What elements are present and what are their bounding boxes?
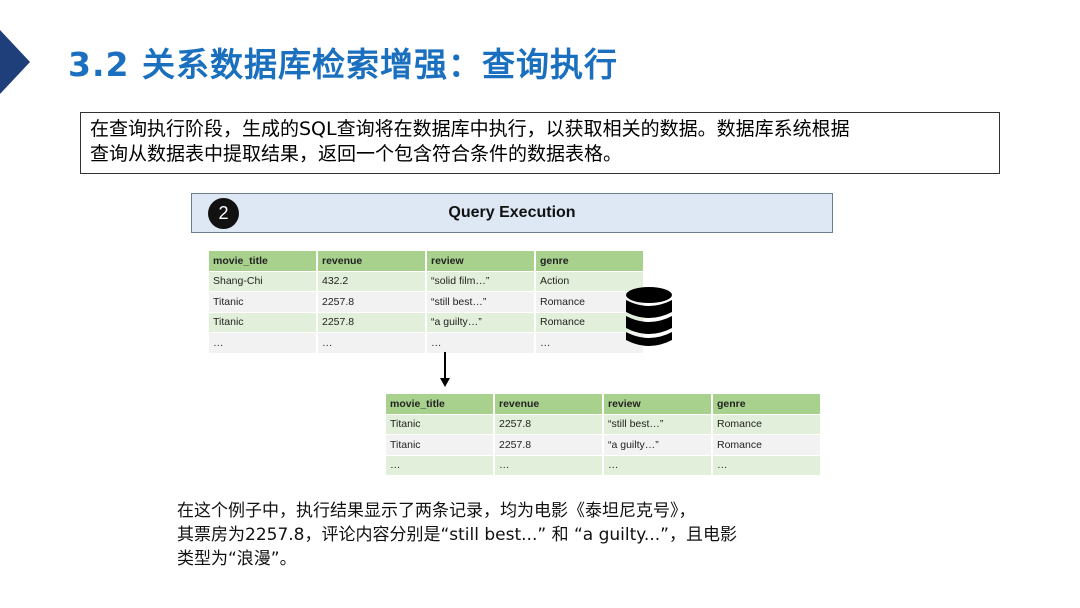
table-cell: … — [427, 333, 536, 354]
result-data-table: movie_title revenue review genre Titanic… — [386, 394, 822, 476]
column-header: revenue — [318, 251, 427, 272]
table-cell: 2257.8 — [495, 435, 604, 456]
title-marker-icon — [0, 30, 30, 94]
query-execution-header: 2 Query Execution — [191, 193, 833, 233]
step-number-badge: 2 — [208, 198, 239, 229]
column-header: review — [427, 251, 536, 272]
table-cell: “a guilty…” — [604, 435, 713, 456]
table-header-row: movie_title revenue review genre — [386, 394, 822, 415]
table-row: Titanic 2257.8 “still best…” Romance — [386, 414, 822, 435]
table-cell: Titanic — [386, 435, 495, 456]
conclusion-text: 在这个例子中，执行结果显示了两条记录，均为电影《泰坦尼克号》， 其票房为2257… — [177, 499, 817, 571]
table-row: Titanic 2257.8 “a guilty…” Romance — [209, 312, 645, 333]
table-cell: … — [209, 333, 318, 354]
conclusion-line: 在这个例子中，执行结果显示了两条记录，均为电影《泰坦尼克号》， — [177, 501, 696, 521]
table-cell: “solid film…” — [427, 271, 536, 292]
table-cell: Titanic — [209, 292, 318, 313]
table-cell: … — [604, 455, 713, 476]
column-header: movie_title — [209, 251, 318, 272]
slide-title: 3.2 关系数据库检索增强：查询执行 — [68, 45, 618, 84]
table-header-row: movie_title revenue review genre — [209, 251, 645, 272]
column-header: genre — [713, 394, 822, 415]
table-cell: 2257.8 — [495, 414, 604, 435]
column-header: review — [604, 394, 713, 415]
table-cell: Romance — [536, 292, 645, 313]
table-cell: Titanic — [386, 414, 495, 435]
conclusion-line: 类型为“浪漫”。 — [177, 549, 297, 569]
table-cell: Romance — [713, 414, 822, 435]
table-cell: 432.2 — [318, 271, 427, 292]
table-cell: “still best…” — [427, 292, 536, 313]
table-cell: Romance — [713, 435, 822, 456]
table-cell: “a guilty…” — [427, 312, 536, 333]
step-title: Query Execution — [448, 204, 576, 221]
table-row: Titanic 2257.8 “still best…” Romance — [209, 292, 645, 313]
table-cell: … — [386, 455, 495, 476]
table-row: Titanic 2257.8 “a guilty…” Romance — [386, 435, 822, 456]
table-cell: “still best…” — [604, 414, 713, 435]
table-cell: … — [318, 333, 427, 354]
table-cell: Titanic — [209, 312, 318, 333]
column-header: revenue — [495, 394, 604, 415]
table-row: … … … … — [386, 455, 822, 476]
table-cell: Action — [536, 271, 645, 292]
table-cell: … — [713, 455, 822, 476]
database-icon — [626, 287, 672, 346]
column-header: genre — [536, 251, 645, 272]
source-data-table: movie_title revenue review genre Shang-C… — [209, 251, 645, 354]
table-cell: 2257.8 — [318, 292, 427, 313]
table-row: … … … … — [209, 333, 645, 354]
intro-line: 在查询执行阶段，生成的SQL查询将在数据库中执行，以获取相关的数据。数据库系统根… — [90, 118, 850, 140]
intro-text-box: 在查询执行阶段，生成的SQL查询将在数据库中执行，以获取相关的数据。数据库系统根… — [80, 112, 1000, 174]
table-cell: 2257.8 — [318, 312, 427, 333]
table-cell: Shang-Chi — [209, 271, 318, 292]
table-row: Shang-Chi 432.2 “solid film…” Action — [209, 271, 645, 292]
table-cell: … — [495, 455, 604, 476]
conclusion-line: 其票房为2257.8，评论内容分别是“still best...” 和 “a g… — [177, 525, 737, 545]
column-header: movie_title — [386, 394, 495, 415]
intro-line: 查询从数据表中提取结果，返回一个包含符合条件的数据表格。 — [90, 143, 623, 165]
arrow-down-icon — [440, 352, 450, 387]
